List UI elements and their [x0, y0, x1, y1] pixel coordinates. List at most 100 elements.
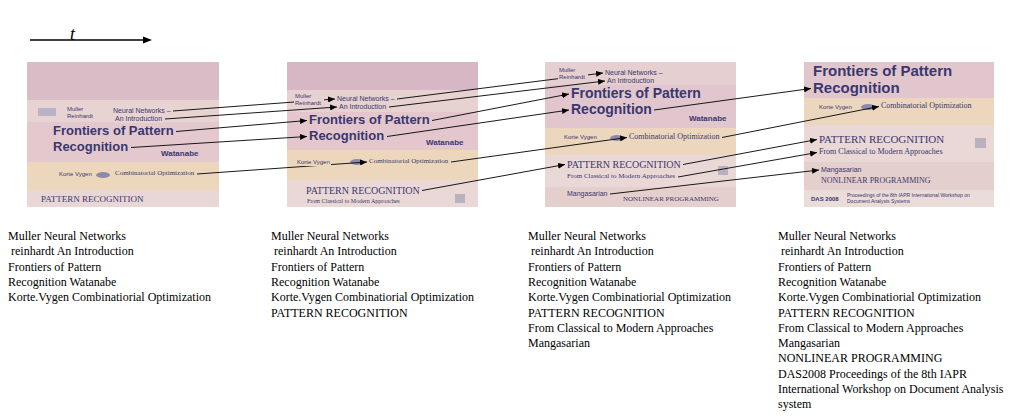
title-text: Korte Vygen [564, 134, 597, 141]
photo-frame [545, 62, 736, 207]
book-title: Muller Reinhardt [558, 67, 588, 81]
title-text: Mangasarian [821, 166, 862, 174]
book-title: PATTERN RECOGNITION [40, 195, 145, 205]
ocr-result-line: Muller Neural Networks [8, 229, 126, 244]
publisher-logo [455, 194, 465, 203]
book-title: Neural Networks – [604, 69, 664, 77]
book-title: Muller Reinhardt [66, 106, 96, 120]
ocr-result-line: Mangasarian [528, 336, 590, 351]
ocr-result-line: reinhardt An Introduction [271, 244, 397, 259]
ocr-result-line: reinhardt An Introduction [8, 244, 134, 259]
book-title: PATTERN RECOGNITION [305, 185, 421, 196]
title-text: Recognition [571, 102, 652, 117]
book-title: Proceedings of the 8th IAPR Internationa… [846, 193, 986, 204]
book-spine [545, 85, 736, 128]
title-text: Neural Networks – [337, 95, 395, 103]
book-spine [545, 128, 736, 155]
book-spine [27, 100, 219, 122]
book-title: DAS 2008 [810, 196, 840, 203]
title-text: Watanabe [689, 115, 727, 124]
book-spine [287, 112, 478, 150]
ocr-result-line: Korte.Vygen Combinatiorial Optimization [528, 290, 731, 305]
ocr-result-line: From Classical to Modern Approaches [778, 321, 963, 336]
ocr-result-line: PATTERN RECOGNITION [778, 306, 915, 321]
book-title: Neural Networks – [112, 107, 172, 115]
book-spine [804, 98, 994, 125]
tracking-arrow [176, 121, 307, 132]
time-axis [30, 39, 146, 41]
ocr-result-line: Recognition Watanabe [271, 275, 379, 290]
book-title: Watanabe [425, 139, 465, 148]
photo-frame [27, 62, 219, 207]
time-label: t [70, 24, 75, 44]
book-title: Frontiers of Pattern [570, 86, 702, 102]
title-text: PATTERN RECOGNITION [306, 185, 420, 196]
book-title: From Classical to Modern Approaches [566, 173, 677, 181]
title-text: From Classical to Modern Approaches [307, 198, 400, 205]
title-text: Combinatorial Optimization [369, 158, 449, 166]
ocr-result-line: Recognition Watanabe [778, 275, 886, 290]
title-text: From Classical to Modern Approaches [567, 173, 676, 181]
title-text: Combinatorial Optimization [881, 102, 972, 111]
title-text: Frontiers of Pattern [309, 113, 430, 127]
book-spine [287, 180, 478, 207]
tracking-arrow [422, 165, 565, 191]
book-title: Recognition [308, 129, 386, 144]
ocr-result-line: Mangasarian [778, 336, 840, 351]
ocr-result-line: Korte.Vygen Combinatiorial Optimization [271, 290, 474, 305]
ocr-result-line: NONLINEAR PROGRAMMING [778, 351, 942, 366]
ocr-result-line: From Classical to Modern Approaches [528, 321, 713, 336]
publisher-logo [96, 172, 110, 178]
book-spine [27, 122, 219, 162]
book-spine [545, 62, 736, 85]
title-text: NONLINEAR PROGRAMMING [821, 177, 931, 186]
book-title: Watanabe [160, 150, 200, 159]
title-text: An Introduction [115, 115, 163, 123]
title-text: Muller Reinhardt [559, 67, 587, 80]
title-text: Korte Vygen [59, 171, 92, 178]
ocr-result-line: Frontiers of Pattern [778, 260, 871, 275]
book-title: Combinatorial Optimization [628, 133, 721, 142]
ocr-result-line: Recognition Watanabe [528, 275, 636, 290]
title-text: Korte Vygen [297, 159, 330, 166]
tracking-arrow [432, 94, 569, 121]
book-spine [27, 190, 219, 207]
title-text: Recognition [813, 80, 900, 97]
book-spine [27, 162, 219, 190]
book-title: Korte Vygen [58, 171, 93, 178]
time-arrowhead [143, 37, 152, 44]
book-title: Combinatorial Optimization [880, 102, 973, 111]
title-text: Mangasarian [567, 190, 608, 198]
title-text: Proceedings of the 8th IAPR Internationa… [847, 193, 985, 204]
ocr-result-line: Muller Neural Networks [271, 229, 389, 244]
title-text: PATTERN RECOGNITION [567, 159, 681, 170]
book-title: Recognition [570, 102, 653, 118]
ocr-result-line: Frontiers of Pattern [8, 260, 101, 275]
title-text: Watanabe [426, 139, 464, 148]
ocr-result-line: PATTERN RECOGNITION [528, 306, 665, 321]
book-spine [804, 162, 994, 190]
title-text: Watanabe [161, 150, 199, 159]
title-text: Frontiers of Pattern [53, 124, 174, 138]
book-title: Muller Reinhardt [294, 93, 324, 107]
book-title: An Introduction [114, 115, 164, 123]
ocr-result-line: Muller Neural Networks [778, 229, 896, 244]
title-text: An Introduction [339, 103, 387, 111]
book-title: Korte Vygen [296, 159, 331, 166]
title-text: PATTERN RECOGNITION [819, 133, 945, 145]
book-title: Korte Vygen [563, 134, 598, 141]
book-spine [804, 190, 994, 207]
photo-frame [804, 62, 994, 207]
title-text: NONLINEAR PROGRAMMING [623, 196, 719, 204]
book-spine [545, 187, 736, 207]
book-title: From Classical to Modern Approaches [306, 198, 401, 205]
book-title: Watanabe [688, 115, 728, 124]
title-text: An Introduction [607, 77, 655, 85]
book-title: An Introduction [606, 77, 656, 85]
book-title: NONLINEAR PROGRAMMING [820, 177, 932, 186]
ocr-result-line: reinhardt An Introduction [528, 244, 654, 259]
book-title: Recognition [812, 80, 901, 97]
tracking-arrow [683, 140, 817, 165]
book-title: Combinatorial Optimization [114, 170, 196, 178]
